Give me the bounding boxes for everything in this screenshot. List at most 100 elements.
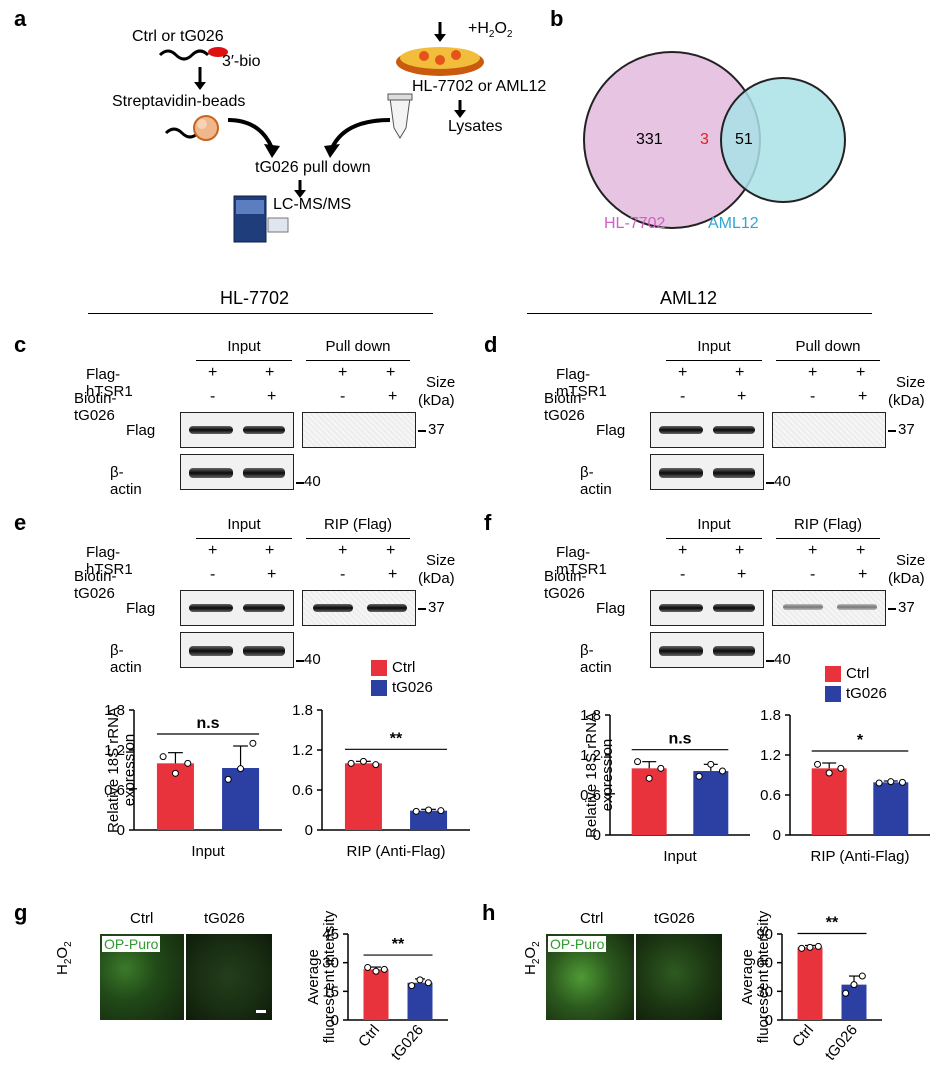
curved-arrow-left: [227, 118, 274, 149]
beads-label: Streptavidin-beads: [112, 93, 246, 110]
legend-ctrl-label: Ctrl: [392, 659, 416, 676]
band: [367, 604, 407, 612]
plus-sign: +: [208, 364, 218, 381]
band: [189, 646, 233, 656]
significance-label: **: [392, 936, 405, 953]
y-axis-label: Average: [739, 949, 756, 1005]
blot-actin: [180, 454, 294, 490]
x-axis-label: RIP (Anti-Flag): [347, 843, 446, 860]
data-point: [850, 981, 858, 989]
marker-tick-37: [418, 430, 426, 432]
row-label-flag: Flag: [126, 422, 156, 439]
data-point: [898, 778, 906, 786]
data-point: [798, 944, 806, 952]
arrow-h2o2: [434, 34, 446, 42]
y-tick-label: 0: [117, 822, 125, 839]
y-tick-label: 0: [331, 1012, 339, 1029]
x-tick-label: Ctrl: [789, 1022, 817, 1051]
data-point: [364, 963, 372, 971]
y-tick-label: 0: [593, 827, 601, 844]
plus-sign: +: [265, 364, 275, 381]
y-tick-label: 30: [756, 983, 773, 1000]
y-tick-label: 0.6: [104, 782, 125, 799]
y-tick-label: 0.6: [760, 787, 781, 804]
treatment-sign: +: [388, 388, 398, 405]
legend-ctrl-label-f: Ctrl: [846, 665, 870, 682]
data-point: [837, 764, 845, 772]
treatment-sign: +: [388, 566, 398, 583]
y-tick-label: 60: [756, 955, 773, 972]
data-point: [347, 759, 355, 767]
scale-bar: [256, 1010, 266, 1013]
data-point: [695, 772, 703, 780]
band: [713, 468, 755, 478]
rna-squiggle-bottom: [164, 127, 200, 139]
plus-sign: +: [386, 542, 396, 559]
section-rule-left: [88, 313, 433, 314]
band: [189, 604, 233, 612]
size-label: Size: [426, 374, 456, 391]
lcms-label: LC-MS/MS: [273, 196, 352, 213]
data-point: [657, 764, 665, 772]
legend-ctrl-swatch: [371, 660, 387, 676]
micro-h-ctrl-label: Ctrl: [580, 910, 604, 927]
marker-40: 40: [304, 473, 321, 490]
legend-tg-label-f: tG026: [846, 685, 887, 702]
data-point: [842, 989, 850, 997]
data-point: [634, 758, 642, 766]
row-label-construct: Flag-mTSR1: [556, 544, 607, 578]
marker-37: 37: [428, 599, 445, 616]
row-label-actin: β-actin: [110, 642, 142, 676]
cells-label: HL-7702 or AML12: [412, 78, 547, 95]
band: [189, 468, 233, 478]
band: [243, 646, 285, 656]
data-point: [237, 765, 245, 773]
venn-left-count: 331: [636, 131, 663, 148]
venn-circle-aml12: [720, 77, 846, 203]
blot-actin: [180, 632, 294, 668]
blot-flag-input: [180, 412, 294, 448]
marker-37: 37: [428, 421, 445, 438]
band: [243, 604, 285, 612]
y-tick-label: 0.6: [292, 782, 313, 799]
treatment-sign: -: [210, 388, 216, 405]
venn-diagram: [583, 51, 846, 229]
y-tick-label: 1.2: [760, 747, 781, 764]
data-point: [645, 774, 653, 782]
y-tick-label: 0.6: [580, 787, 601, 804]
row-label-actin: β-actin: [110, 464, 142, 498]
x-axis-label: RIP (Anti-Flag): [811, 848, 910, 865]
stain-label-g: OP-Puro: [102, 936, 161, 952]
blot-flag-pulldown: [772, 412, 886, 448]
row-label-flag: Flag: [126, 600, 156, 617]
micro-g-tg-image: [186, 934, 272, 1020]
stain-label-h: OP-Puro: [548, 936, 607, 952]
treatment-sign: +: [858, 388, 868, 405]
group-label-input: Input: [697, 338, 731, 355]
y-tick-label: 45: [322, 926, 339, 943]
group-label-2: RIP (Flag): [323, 516, 393, 533]
marker-37: 37: [898, 599, 915, 616]
y-axis-label: Relative 18S rRNA: [105, 707, 122, 833]
h2o2-label: +H2O2: [468, 20, 513, 41]
treatment-sign: +: [267, 566, 277, 583]
row-label-biotin: Biotin-tG026: [544, 568, 587, 602]
row-label-biotin: Biotin-tG026: [544, 390, 587, 424]
marker-tick-37: [888, 430, 896, 432]
marker-37: 37: [898, 421, 915, 438]
bar-tg026: [693, 771, 729, 835]
panel-label-a: a: [14, 6, 27, 31]
y-axis-label-line2: expression: [599, 739, 616, 812]
group-label-2: Pull down: [795, 338, 861, 355]
panel-label-d: d: [484, 332, 498, 357]
y-tick-label: 0: [773, 827, 781, 844]
treatment-sign: +: [737, 388, 747, 405]
pulldown-label: tG026 pull down: [255, 159, 371, 176]
band: [659, 604, 703, 612]
bar-tg026: [873, 782, 909, 835]
plus-sign: +: [208, 542, 218, 559]
kda-label: (kDa): [888, 570, 925, 587]
data-point: [416, 976, 424, 984]
schematic-diagram: [158, 22, 484, 243]
